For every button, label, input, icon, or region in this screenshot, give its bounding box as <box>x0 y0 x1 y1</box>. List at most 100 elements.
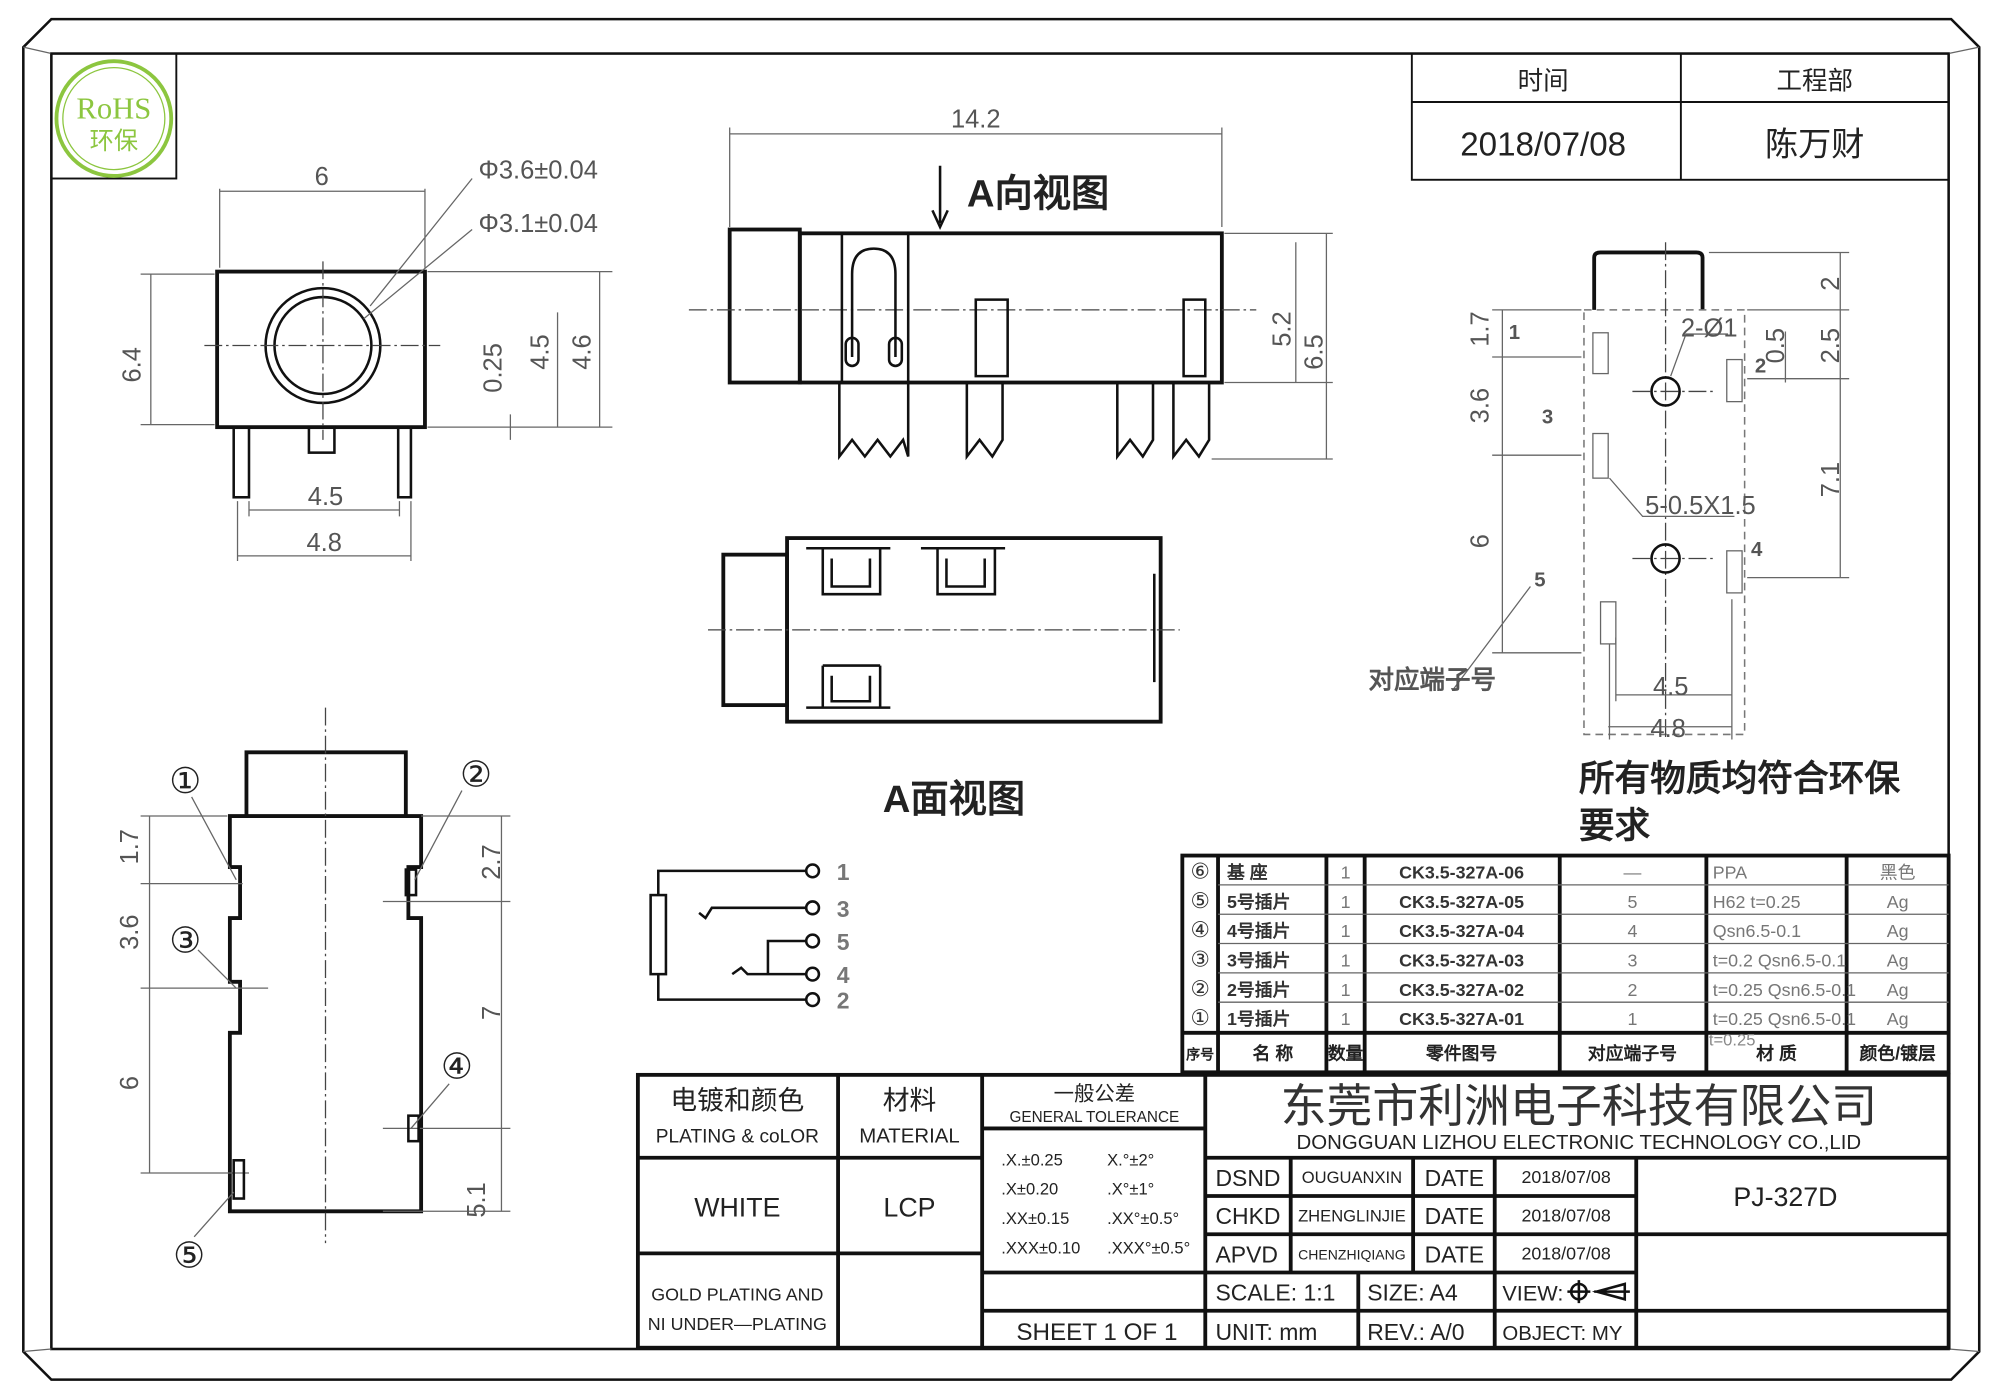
terminal-marker-2: ② <box>460 755 492 795</box>
dim-inner-diameter: Φ3.1±0.04 <box>479 210 598 238</box>
parts-cell-terminal: 4 <box>1627 921 1637 941</box>
parts-cell-finish: Ag <box>1887 921 1909 941</box>
parts-cell-terminal: 1 <box>1627 1009 1637 1029</box>
pcb-pin-number: 1 <box>1509 322 1520 344</box>
tolerance-linear: .X±0.20 <box>1001 1180 1058 1199</box>
dim: 2.7 <box>478 844 506 879</box>
parts-cell-material: t=0.2 Qsn6.5-0.1 <box>1713 950 1846 970</box>
tolerance-linear: .XXX±0.10 <box>1001 1238 1080 1257</box>
object: OBJECT: MY <box>1502 1323 1622 1345</box>
signoff-date-label: DATE <box>1425 1241 1484 1267</box>
company-name-en: DONGGUAN LIZHOU ELECTRONIC TECHNOLOGY CO… <box>1297 1132 1862 1154</box>
front-view: 6 Φ3.6±0.04 Φ3.1±0.04 6.4 0.25 4.5 4.6 4… <box>119 157 613 562</box>
parts-cell-name: 4号插片 <box>1227 920 1290 941</box>
parts-header: 序号 <box>1186 1047 1214 1063</box>
scale: SCALE: 1:1 <box>1215 1280 1335 1306</box>
dim-pin-span: 4.8 <box>306 529 341 557</box>
view-label: VIEW: <box>1502 1281 1563 1306</box>
dim: 4.5 <box>1653 673 1688 701</box>
parts-cell-qty: 1 <box>1341 921 1351 941</box>
parts-cell-terminal: 2 <box>1627 980 1637 1000</box>
projection-symbol-icon <box>1567 1280 1630 1304</box>
dim-length: 14.2 <box>951 106 1001 134</box>
sheet: SHEET 1 OF 1 <box>1016 1319 1177 1346</box>
tolerance-angular: X.°±2° <box>1107 1150 1154 1169</box>
parts-cell-no: ⑥ <box>1190 859 1209 884</box>
terminal-marker-4: ④ <box>441 1047 473 1087</box>
parts-header: 对应端子号 <box>1588 1043 1677 1064</box>
schematic: 1 3 5 4 2 <box>649 859 850 1014</box>
dim-body-height: 5.2 <box>1269 311 1297 346</box>
parts-cell-qty: 1 <box>1341 980 1351 1000</box>
dim-width: 6 <box>315 163 329 191</box>
dim: 3.6 <box>116 914 144 949</box>
bottom-view: ① ② ③ ④ ⑤ 1.7 3.6 6 2.7 7 5.1 <box>116 707 511 1275</box>
pin-label: 2 <box>837 988 850 1014</box>
dim: 7 <box>478 1006 506 1020</box>
parts-cell-material: t=0.25 Qsn6.5-0.1 <box>1713 980 1856 1000</box>
parts-cell-terminal: 3 <box>1627 950 1637 970</box>
dim-total-height: 6.5 <box>1301 334 1329 369</box>
time-label: 时间 <box>1518 67 1569 95</box>
pcb-pin-number: 5 <box>1534 570 1545 592</box>
parts-cell-material: Qsn6.5-0.1 <box>1713 921 1801 941</box>
pcb-layout: 1.7 3.6 6 2 2.5 0.5 7.1 4.5 4.8 2-Ø1 5-0… <box>1368 242 1850 743</box>
signoff-date: 2018/07/08 <box>1521 1244 1610 1264</box>
view-a-face-title: A面视图 <box>883 778 1025 821</box>
dim: 0.5 <box>1762 328 1790 363</box>
parts-cell-part: CK3.5-327A-03 <box>1399 950 1524 970</box>
dim: 2 <box>1817 277 1845 291</box>
dim-pin-pitch: 4.5 <box>308 483 343 511</box>
pin-label: 3 <box>837 896 850 922</box>
tolerance-angular: .X°±1° <box>1107 1180 1154 1199</box>
dim: 1.7 <box>116 829 144 864</box>
parts-cell-finish: 黑色 <box>1880 863 1916 883</box>
signoff-role: APVD <box>1215 1241 1277 1267</box>
signoff-name: OUGUANXIN <box>1302 1168 1402 1187</box>
approval-block: 时间 工程部 2018/07/08 陈万财 <box>1410 52 1950 181</box>
slot-callout: 5-0.5X1.5 <box>1645 492 1756 520</box>
parts-cell-part: CK3.5-327A-05 <box>1399 892 1524 912</box>
parts-cell-name: 基 座 <box>1227 862 1268 883</box>
parts-cell-material: H62 t=0.25 <box>1713 892 1801 912</box>
tolerance-angular: .XXX°±0.5° <box>1107 1238 1190 1257</box>
terminal-marker-5: ⑤ <box>173 1235 205 1275</box>
dim-outer-diameter: Φ3.6±0.04 <box>479 157 598 185</box>
hole-callout: 2-Ø1 <box>1681 315 1738 343</box>
color-value: WHITE <box>694 1192 780 1222</box>
parts-header: 零件图号 <box>1425 1043 1497 1064</box>
unit: UNIT: mm <box>1215 1319 1317 1345</box>
pcb-pin-number: 4 <box>1751 539 1763 561</box>
dim: 1.7 <box>1466 311 1494 346</box>
parts-cell-no: ③ <box>1190 946 1209 971</box>
parts-cell-material: t=0.25 Qsn6.5-0.1 <box>1713 1009 1856 1029</box>
parts-cell-part: CK3.5-327A-04 <box>1399 921 1524 941</box>
signoff-date: 2018/07/08 <box>1521 1167 1610 1187</box>
pin-label: 5 <box>837 929 850 955</box>
dim: 5.1 <box>463 1182 491 1217</box>
signoff-date-label: DATE <box>1425 1165 1484 1191</box>
tolerance-label-cn: 一般公差 <box>1054 1082 1136 1105</box>
parts-cell-part: CK3.5-327A-06 <box>1399 863 1524 883</box>
parts-cell-qty: 1 <box>1341 950 1351 970</box>
material-value: LCP <box>883 1192 935 1222</box>
approver-name: 陈万财 <box>1765 127 1864 164</box>
tolerance-linear: .XX±0.15 <box>1001 1209 1069 1228</box>
parts-cell-material: PPA <box>1713 863 1747 883</box>
size: SIZE: A4 <box>1367 1280 1458 1306</box>
tolerance-angular: .XX°±0.5° <box>1107 1209 1179 1228</box>
side-view: 14.2 5.2 6.5 A向视图 <box>688 106 1333 461</box>
parts-cell-finish: Ag <box>1887 892 1909 912</box>
rohs-eco-label: 环保 <box>90 128 138 155</box>
parts-cell-part: CK3.5-327A-01 <box>1399 1009 1524 1029</box>
plating-label-en: PLATING & coLOR <box>656 1126 819 1147</box>
material-label-en: MATERIAL <box>859 1125 959 1147</box>
view-a-title: A向视图 <box>967 173 1109 216</box>
parts-cell-name: 2号插片 <box>1227 979 1290 1000</box>
signoff-role: CHKD <box>1215 1203 1280 1229</box>
terminal-marker-1: ① <box>169 761 201 801</box>
parts-cell-no: ② <box>1190 976 1209 1001</box>
dim-center-height: 4.5 <box>527 334 555 369</box>
pin-label: 4 <box>837 962 850 988</box>
pin-label: 1 <box>837 859 850 885</box>
